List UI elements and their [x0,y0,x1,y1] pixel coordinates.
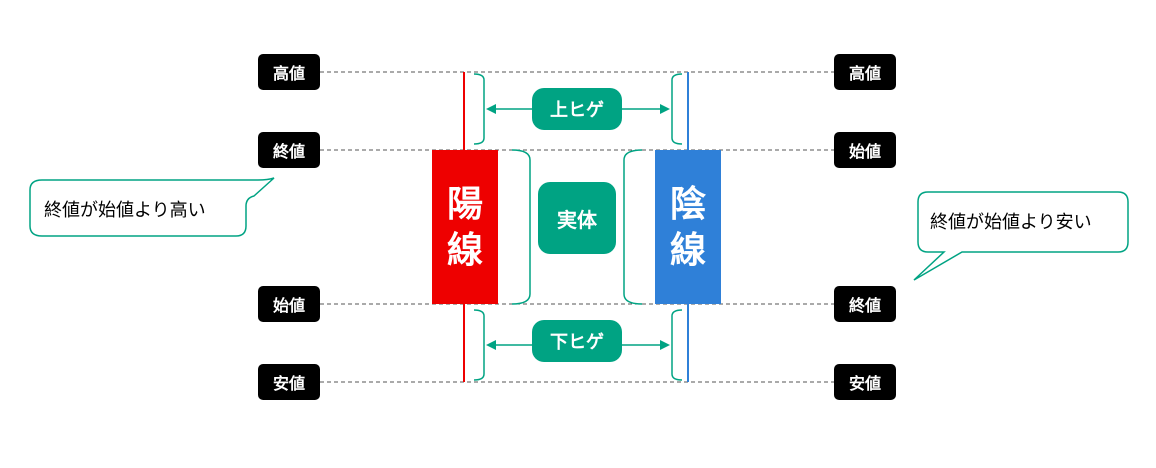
bearish-label-line1: 陰 [669,184,706,225]
callout-left-bubble [29,177,275,237]
right-close-tag: 終値 [834,286,896,322]
body-bracket-right [623,149,643,305]
bullish-label: 陽 線 [435,182,495,274]
callout-right-bubble [913,191,1129,281]
bearish-label: 陰 線 [658,182,718,274]
lower-arrow-head-left [486,340,496,350]
right-low-tag: 安値 [834,364,896,400]
left-open-tag: 始値 [258,286,320,322]
bearish-label-line2: 線 [669,230,706,271]
bearish-body [655,150,721,304]
left-high-tag: 高値 [258,54,320,90]
upper-arrow-head-right [660,104,670,114]
body-bracket-left [511,149,531,305]
lower-arrow-head-right [660,340,670,350]
callout-right-text: 終値が始値より安い [930,212,1092,233]
price-guide-lines [320,71,834,383]
lower-shadow-label: 下ヒゲ [532,320,622,362]
upper-shadow-bracket-right [671,73,683,145]
bullish-body [432,150,498,304]
body-label: 実体 [538,182,616,254]
lower-shadow-bracket-left [473,309,485,381]
lower-shadow-bracket-right [671,309,683,381]
bullish-label-line2: 線 [446,230,483,271]
upper-shadow-label: 上ヒゲ [532,88,622,130]
callout-left-text: 終値が始値より高い [44,200,206,221]
upper-arrow-head-left [486,104,496,114]
bullish-label-line1: 陽 [446,184,483,225]
left-low-tag: 安値 [258,364,320,400]
right-open-tag: 始値 [834,132,896,168]
left-close-tag: 終値 [258,132,320,168]
brackets [473,73,683,381]
upper-shadow-bracket-left [473,73,485,145]
right-high-tag: 高値 [834,54,896,90]
